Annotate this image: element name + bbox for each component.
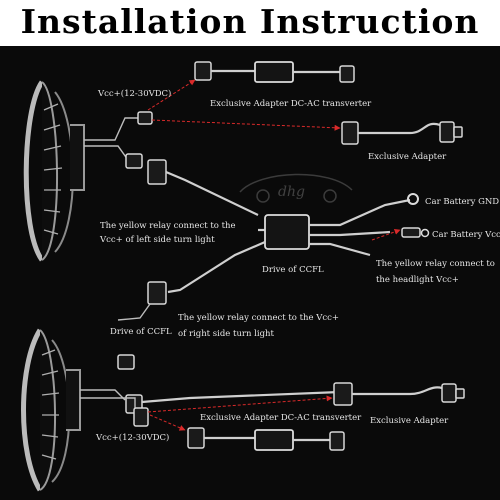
label-battery-vcc: Car Battery Vcc+ (432, 230, 500, 240)
label-adapter-top: Exclusive Adapter DC-AC transverter (210, 99, 372, 109)
label-vcc-top: Vcc+(12-30VDC) (97, 88, 171, 99)
dc-ac-adapter-top (194, 61, 355, 83)
vcc-connector-bottom (80, 354, 341, 427)
label-exclusive-adapter-top: Exclusive Adapter (368, 152, 447, 162)
page-title: Installation Instruction (20, 2, 480, 41)
arrow-vcc-bottom-to-adapter (149, 414, 186, 431)
watermark-logo: dhg (239, 173, 353, 203)
label-yellow-left-1: The yellow relay connect to the (100, 221, 236, 231)
dc-ac-adapter-bottom (187, 427, 345, 451)
title-bar: Installation Instruction (0, 0, 500, 46)
arrow-vcc-top-to-adapter (147, 79, 196, 111)
vcc-connector-top (84, 111, 259, 216)
label-yellow-right-1: The yellow relay connect to the Vcc+ (178, 313, 339, 323)
battery-gnd-terminal (407, 193, 419, 205)
exclusive-adapter-bottom (333, 382, 465, 406)
arrow-vcc-bottom-to-exclusive (147, 395, 333, 413)
ccfl-driver (167, 198, 411, 294)
label-yellow-headlight-2: the headlight Vcc+ (376, 275, 459, 285)
headlamp-top (23, 80, 85, 262)
wiring-diagram: dhg (21, 61, 500, 492)
battery-vcc-terminal (401, 227, 430, 238)
label-drive-ccfl-center: Drive of CCFL (262, 265, 324, 275)
label-yellow-left-2: Vcc+ of left side turn light (99, 235, 215, 245)
arrow-vcc-top-to-exclusive (151, 119, 341, 131)
label-exclusive-adapter-bottom: Exclusive Adapter (370, 416, 449, 426)
label-yellow-right-2: of right side turn light (178, 329, 275, 339)
watermark-text: dhg (278, 184, 305, 200)
label-vcc-bottom: Vcc+(12-30VDC) (95, 432, 169, 443)
label-drive-ccfl-left: Drive of CCFL (110, 327, 172, 337)
label-adapter-bottom: Exclusive Adapter DC-AC transverter (200, 413, 362, 423)
label-yellow-headlight-1: The yellow relay connect to (376, 259, 495, 269)
headlamp-bottom (21, 328, 81, 492)
relay-connector-right-turn (117, 281, 167, 321)
label-battery-gnd: Car Battery GND (425, 197, 499, 207)
exclusive-adapter-top (341, 121, 463, 145)
